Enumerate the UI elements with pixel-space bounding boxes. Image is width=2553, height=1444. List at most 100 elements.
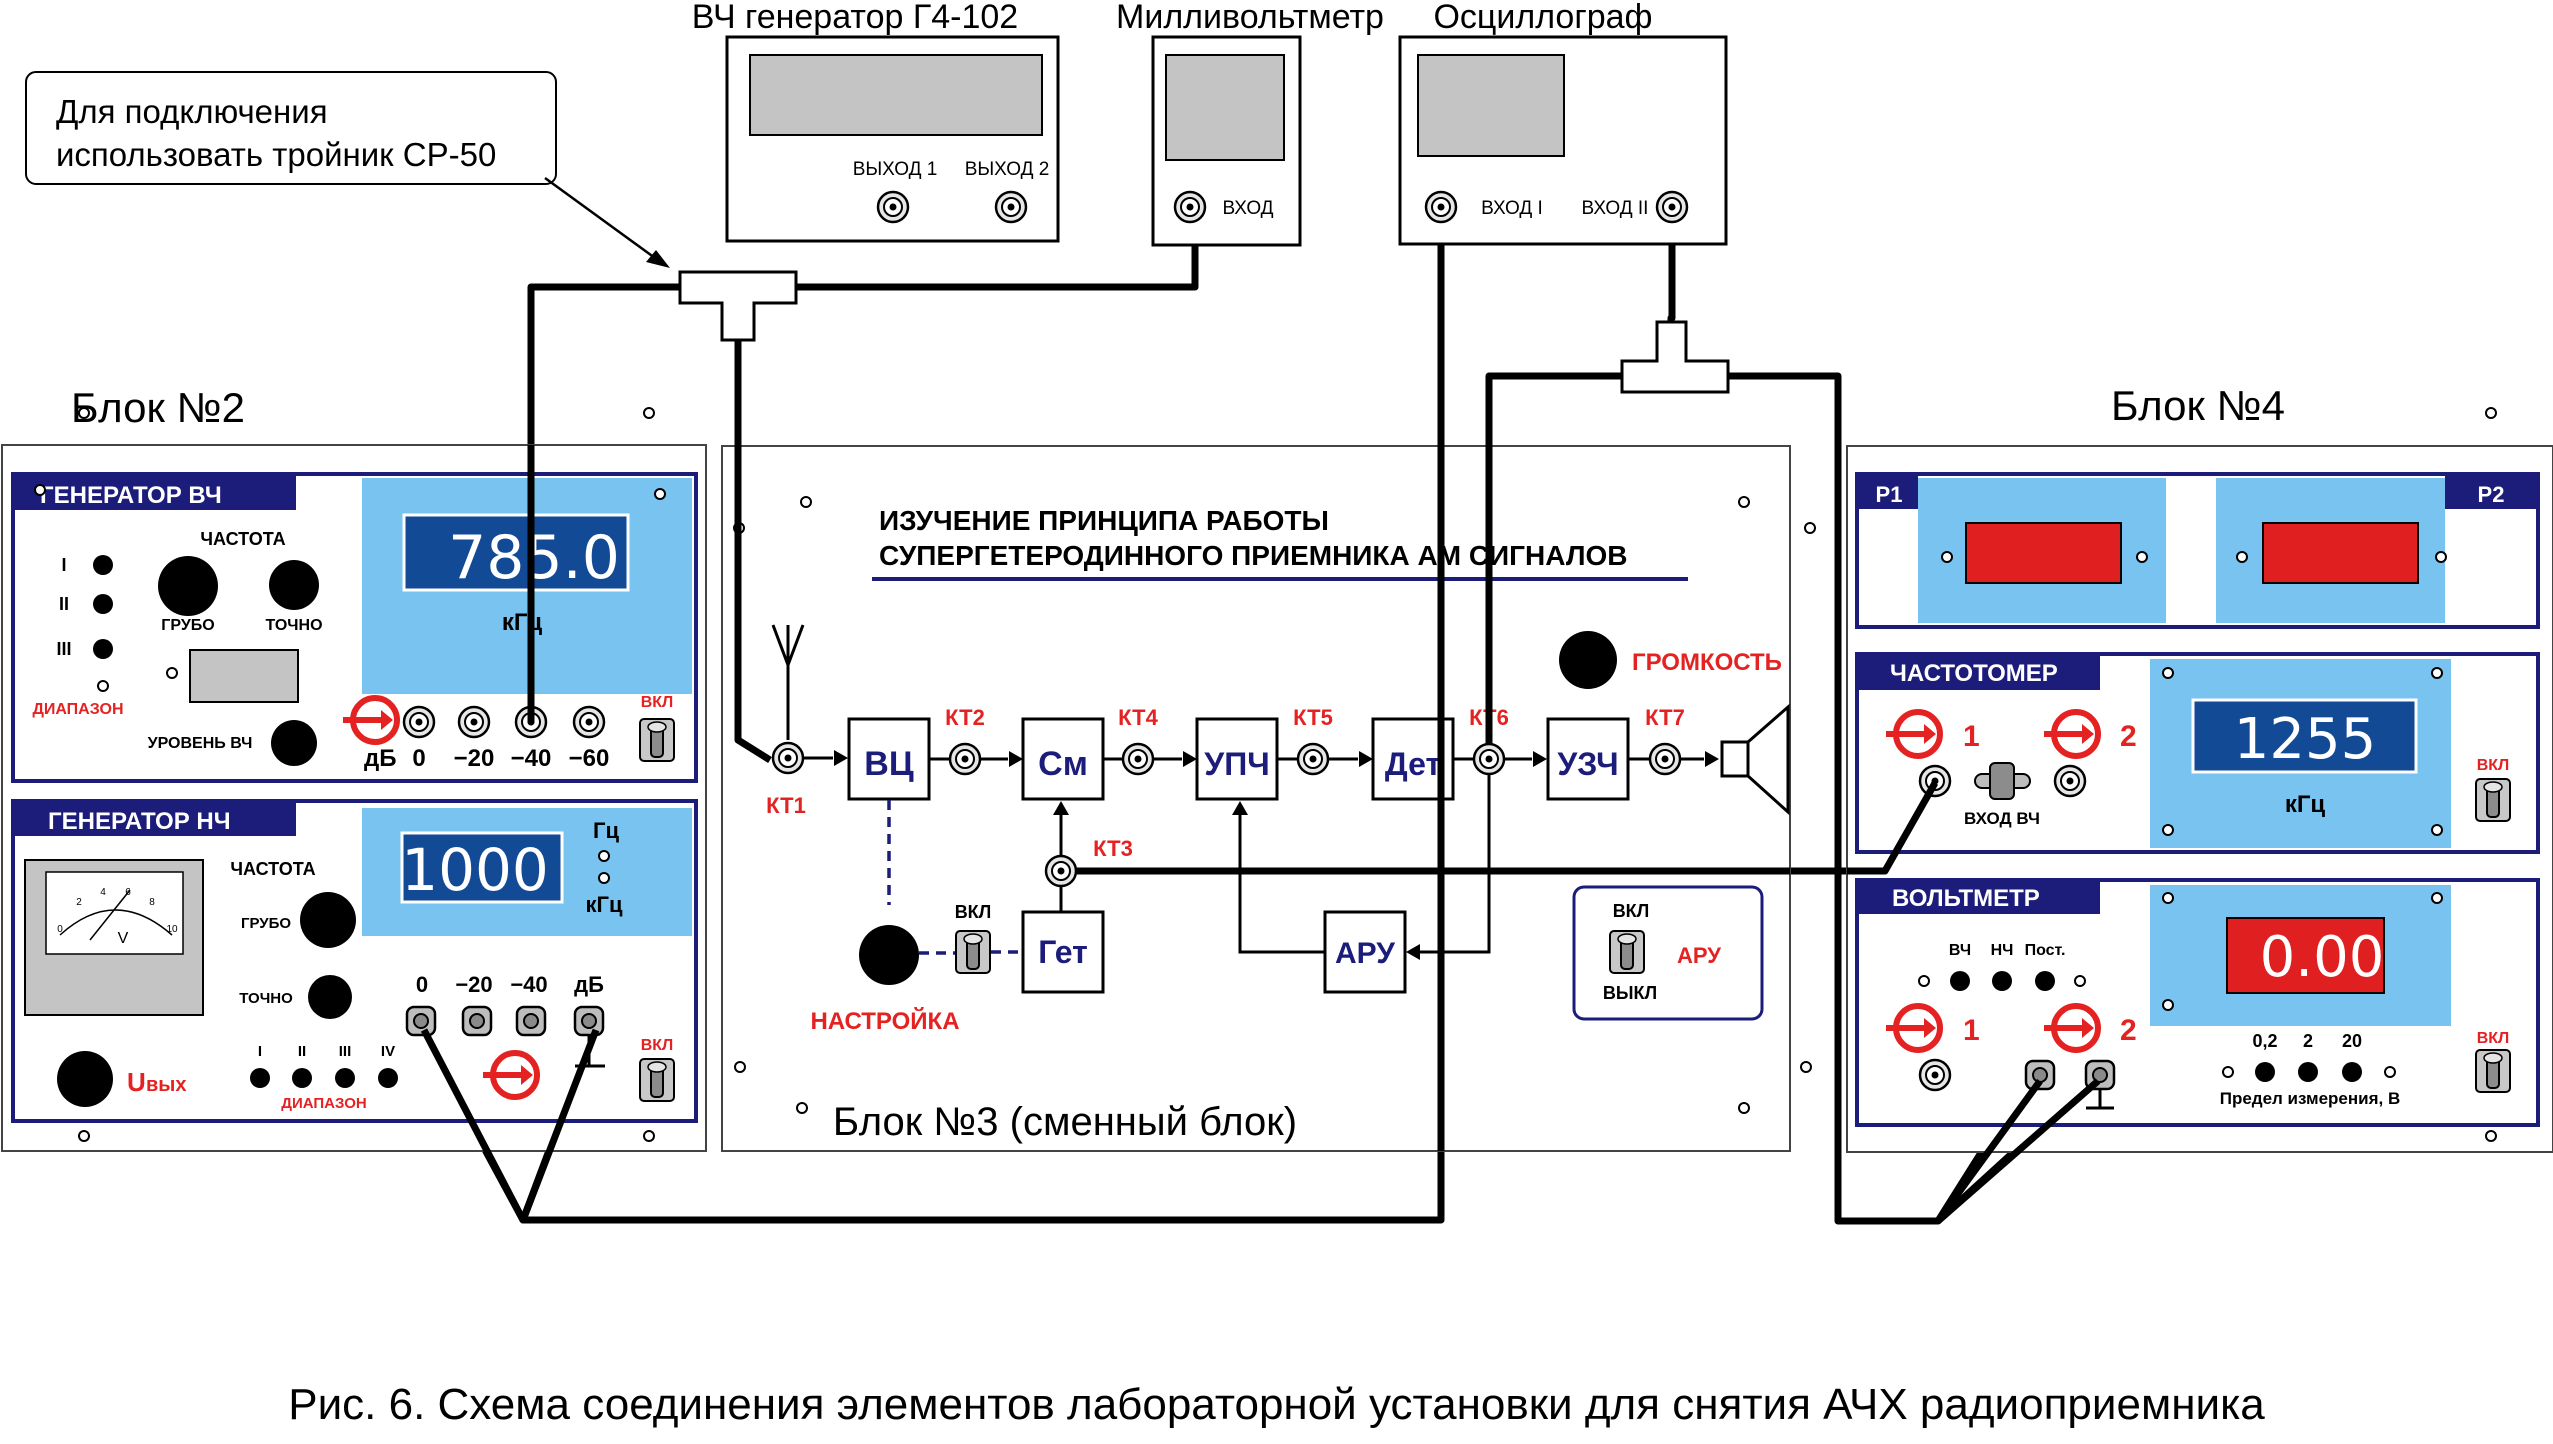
voltmeter-limit-2: 2 [2303, 1031, 2313, 1051]
generator-screen [749, 54, 1043, 136]
hf-level-knob[interactable] [271, 720, 317, 766]
millivoltmeter-input-connector[interactable] [1173, 190, 1207, 224]
kt1-label: КТ1 [766, 793, 806, 818]
block3-title-line1: ИЗУЧЕНИЕ ПРИНЦИПА РАБОТЫ [879, 505, 1329, 536]
test-point-kt4[interactable] [1121, 742, 1155, 776]
lf-uout-label: U [127, 1067, 146, 1097]
hf-coarse-label: ГРУБО [161, 617, 214, 634]
voltmeter-in1-label: 1 [1963, 1014, 1980, 1047]
frequency-counter-module: ЧАСТОТОМЕР 1255 кГц 1 2 ВХОД ВЧ ВКЛ [1855, 652, 2540, 854]
hf-out-60db[interactable] [572, 705, 606, 739]
stage-if-amp-label: УПЧ [1204, 746, 1269, 782]
hf-coarse-knob[interactable] [158, 556, 218, 616]
lf-range-led-3[interactable] [335, 1068, 355, 1088]
voltmeter-power-toggle[interactable] [2475, 1049, 2511, 1093]
antenna-icon [771, 624, 805, 740]
lf-range-2: II [298, 1043, 306, 1060]
lf-fine-label: ТОЧНО [239, 990, 293, 1007]
voltmeter-limit-led-1[interactable] [2255, 1062, 2275, 1082]
hf-range-3: III [56, 639, 71, 659]
generator-title: ВЧ генератор Г4-102 [692, 0, 1018, 36]
hf-att-60: −60 [569, 745, 610, 772]
voltmeter-limit-led-3[interactable] [2342, 1062, 2362, 1082]
voltmeter-input1-connector[interactable] [1918, 1058, 1952, 1092]
test-point-kt2[interactable] [948, 742, 982, 776]
hf-range-led-2[interactable] [93, 594, 113, 614]
test-point-kt5[interactable] [1296, 742, 1330, 776]
counter-input2-connector[interactable] [2053, 764, 2087, 798]
lf-out-20db[interactable] [461, 1005, 493, 1037]
oscilloscope-screen [1417, 54, 1565, 157]
voltmeter-limit-led-2[interactable] [2298, 1062, 2318, 1082]
lf-range-led-4[interactable] [378, 1068, 398, 1088]
lf-uout-knob[interactable] [57, 1051, 113, 1107]
ground-icon [2086, 1089, 2114, 1110]
millivoltmeter-screen [1165, 54, 1285, 161]
hf-range-led-3[interactable] [93, 639, 113, 659]
lf-range-3: III [339, 1043, 352, 1060]
lf-freq-label: ЧАСТОТА [230, 859, 315, 879]
hf-out-20db[interactable] [457, 705, 491, 739]
lf-range-led-2[interactable] [292, 1068, 312, 1088]
tuning-knob[interactable] [859, 925, 919, 985]
hf-fine-knob[interactable] [269, 560, 319, 610]
test-point-kt6[interactable] [1472, 742, 1506, 776]
counter-power-toggle[interactable] [2475, 778, 2511, 822]
lf-coarse-knob[interactable] [300, 892, 356, 948]
voltmeter-mode-hf-led[interactable] [1950, 971, 1970, 991]
block3-title-line2: СУПЕРГЕТЕРОДИННОГО ПРИЕМНИКА АМ СИГНАЛОВ [879, 540, 1627, 571]
stage-local-oscillator [1021, 910, 1105, 994]
lf-fine-knob[interactable] [308, 975, 352, 1019]
counter-value: 1255 [2234, 707, 2377, 772]
lf-on-label: ВКЛ [641, 1037, 674, 1054]
hf-power-toggle[interactable] [639, 718, 675, 762]
hf-db-label: дБ [364, 745, 396, 772]
hf-level-window [189, 649, 299, 703]
hf-out-0db[interactable] [402, 705, 436, 739]
lf-out-0db[interactable] [405, 1005, 437, 1037]
counter-in2-label: 2 [2120, 720, 2137, 753]
oscilloscope: Осциллограф ВХОД I ВХОД II [1398, 0, 1728, 246]
counter-input1-connector[interactable] [1918, 764, 1952, 798]
agc-toggle[interactable] [1609, 930, 1645, 974]
lf-unit-khz: кГц [585, 892, 622, 917]
volume-knob[interactable] [1559, 631, 1617, 689]
voltmeter-module: ВОЛЬТМЕТР 0.00 ВЧ НЧ Пост. 1 2 0,2 2 [1855, 878, 2540, 1127]
p2-label: Р2 [2478, 482, 2505, 507]
lf-power-toggle[interactable] [639, 1058, 675, 1102]
counter-input-selector[interactable] [1974, 762, 2031, 800]
test-point-kt3[interactable] [1044, 854, 1078, 888]
generator-out2-connector[interactable] [994, 190, 1028, 224]
tee-connector-left [678, 270, 798, 342]
hf-generator-module: ГЕНЕРАТОР ВЧ 785.0 кГц ЧАСТОТА I II III … [11, 472, 698, 783]
kt5-label: КТ5 [1293, 705, 1333, 730]
millivoltmeter-title: Милливольтметр [1116, 0, 1384, 36]
oscilloscope-input1-connector[interactable] [1424, 190, 1458, 224]
hf-range-led-1[interactable] [93, 555, 113, 575]
lf-meter-tick-10: 10 [166, 924, 178, 935]
oscillator-toggle[interactable] [955, 930, 991, 974]
hf-range-2: II [59, 594, 69, 614]
oscilloscope-title: Осциллограф [1433, 0, 1652, 36]
stage-detector-label: Дет [1385, 746, 1441, 782]
lf-att-0: 0 [416, 972, 428, 997]
test-point-kt7[interactable] [1648, 742, 1682, 776]
voltmeter-mode-lf-led[interactable] [1992, 971, 2012, 991]
counter-in1-label: 1 [1963, 720, 1980, 753]
block4-panel: Р1 Р2 ЧАСТОТОМЕР 1255 кГц 1 [1846, 407, 2553, 1153]
counter-on-label: ВКЛ [2477, 757, 2510, 774]
counter-input-label: ВХОД ВЧ [1964, 809, 2040, 828]
oscilloscope-input2-label: ВХОД II [1582, 198, 1649, 219]
lf-generator-module: ГЕНЕРАТОР НЧ 1000 Гц кГц 0 2 4 6 8 10 V … [11, 799, 698, 1123]
lf-out-ground[interactable] [573, 1005, 605, 1037]
tuning-label: НАСТРОЙКА [810, 1007, 959, 1035]
lf-range-led-1[interactable] [250, 1068, 270, 1088]
lf-out-40db[interactable] [515, 1005, 547, 1037]
counter-display [2191, 698, 2418, 774]
voltmeter-mode-dc-led[interactable] [2035, 971, 2055, 991]
stage-mixer [1021, 717, 1105, 801]
test-point-kt1[interactable] [771, 741, 805, 775]
oscilloscope-input2-connector[interactable] [1655, 190, 1689, 224]
generator-out1-connector[interactable] [876, 190, 910, 224]
millivoltmeter: Милливольтметр ВХОД [1116, 0, 1384, 247]
